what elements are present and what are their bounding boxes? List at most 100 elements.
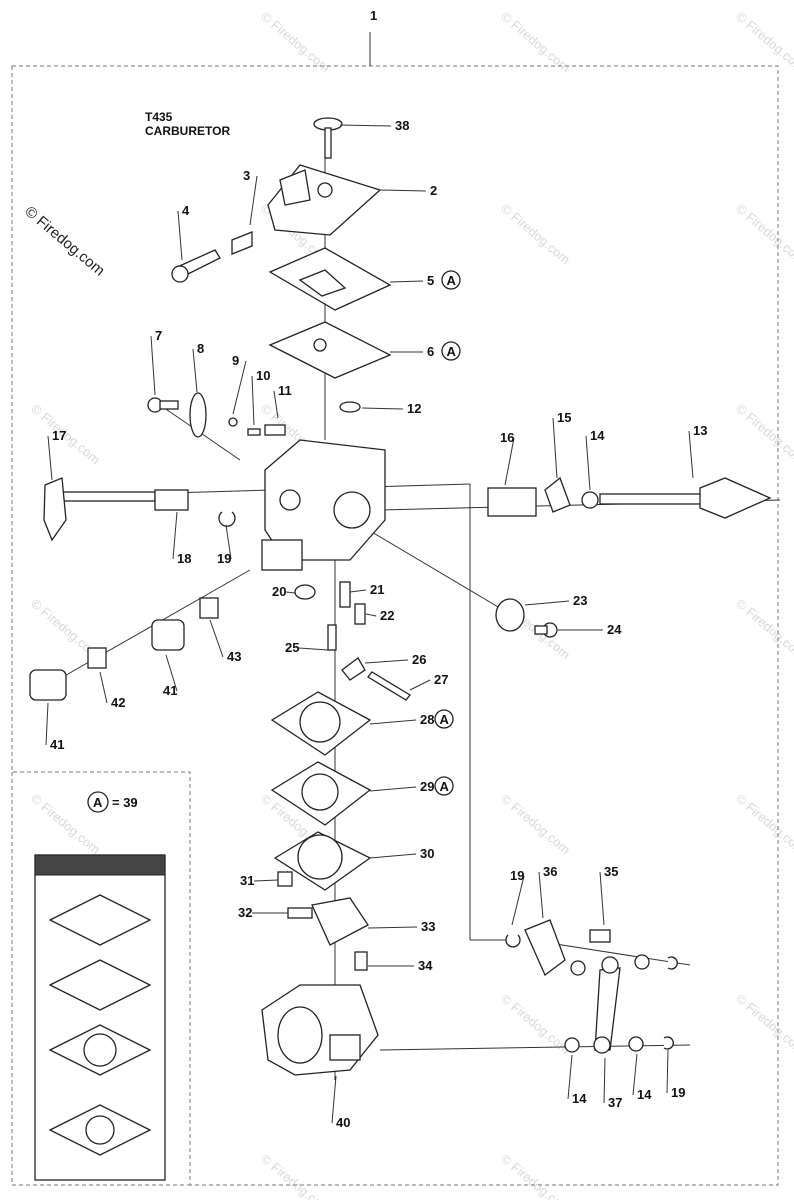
callout-label: 20 [272,584,286,599]
callout-leader [298,647,329,651]
kit-marker-circle [434,776,454,796]
callout-label: 14 [637,1087,652,1102]
watermark-text: © Firedog.com [733,596,794,662]
part-spring-16 [487,487,537,517]
callout-c19b: 19 [510,868,525,926]
callout-c34: 34 [368,958,433,973]
callout-leader [249,175,258,226]
callout-leader [511,875,525,926]
callout-label: 41 [50,737,64,752]
callout-label: 3 [243,168,250,183]
callout-leader [225,524,232,560]
kit-equals-label: = 39 [112,795,138,810]
callout-leader [538,871,544,919]
callout-leader [379,189,427,192]
watermark-text: © Firedog.com [733,201,794,267]
part-knob-41a [151,619,185,651]
callout-c25: 25 [285,640,329,655]
callout-c23: 23 [524,593,587,608]
part-pump-body-40 [261,984,379,1076]
part-pin-27 [367,671,411,701]
callout-label: 19 [217,551,231,566]
callout-leader [331,1075,337,1124]
callout-label: 11 [278,383,292,398]
callout-label: 29 [420,779,434,794]
callout-leader [585,435,591,491]
watermark-text: © Firedog.com [733,991,794,1057]
part-needle-12 [339,401,361,413]
part-plate-23 [495,598,525,632]
callout-label: 18 [177,551,191,566]
kit-marker-letter: A [440,712,450,727]
callout-c38: 38 [339,118,409,133]
callout-c18: 18 [172,511,191,566]
part-screw-24 [534,622,558,638]
part-clip-19a [218,511,236,527]
kit-box [34,854,166,1181]
callout-c33: 33 [367,919,435,934]
callout-c40: 40 [331,1075,350,1130]
callout-leader [688,430,694,479]
callout-c4: 4 [177,203,190,261]
callout-leader [253,879,279,882]
watermark-text: © Firedog.com [498,9,573,75]
callout-label: 19 [671,1085,685,1100]
callout-label: 12 [407,401,421,416]
part-gasket-5 [268,247,392,311]
callout-c21: 21 [349,582,384,597]
callout-label: 14 [572,1091,587,1106]
part-screw-7 [147,397,179,413]
callout-c43: 43 [209,619,241,664]
part-screw-4 [171,249,221,283]
kit-marker-circle [441,341,461,361]
copyright-text: © Firedog.com [21,203,107,279]
part-clip-19b [505,934,521,948]
callout-leader [361,407,404,410]
kit-marker: A [93,795,103,810]
model-title: T435 [145,110,173,124]
callout-label: 28 [420,712,434,727]
callout-leader [367,926,418,929]
callout-c14b: 14 [567,1054,587,1106]
watermark-text: © Firedog.com [733,9,794,75]
callout-leader [603,1057,606,1104]
part-link-37 [593,956,621,1054]
callout-label: 22 [380,608,394,623]
kit-marker-circle [434,709,454,729]
callout-leader [165,654,178,692]
part-diaphragm-6 [268,321,392,379]
callout-leader [232,360,247,415]
part-screw-35 [589,929,611,943]
callout-c36: 36 [538,864,557,919]
callout-label: 36 [543,864,557,879]
watermark-text: © Firedog.com [498,1151,573,1200]
callout-leader [666,1049,669,1094]
callout-c14c: 14 [632,1053,652,1102]
watermark-text: © Firedog.com [733,401,794,467]
callout-c16: 16 [500,430,515,486]
callout-c20: 20 [272,584,296,599]
callout-c12: 12 [361,401,421,416]
callout-c3: 3 [243,168,258,226]
part-spring-18 [154,489,189,511]
part-lever-26 [341,657,366,681]
callout-c26: 26 [364,652,426,667]
callout-label: 6 [427,344,434,359]
callout-leader [504,437,515,486]
callout-label: 35 [604,864,618,879]
part-pin-22 [354,603,366,625]
part-lever-15 [544,476,571,513]
callout-leader [349,589,367,593]
callout-c10: 10 [251,368,270,426]
callout-label: 40 [336,1115,350,1130]
callout-c35: 35 [599,864,618,926]
callout-c8: 8 [192,341,204,393]
callout-label: 32 [238,905,252,920]
callout-leader [45,702,49,746]
part-shaft-17 [43,477,156,542]
callout-leader [339,124,392,127]
callout-leader [552,417,558,479]
kit-marker-letter: A [447,344,457,359]
